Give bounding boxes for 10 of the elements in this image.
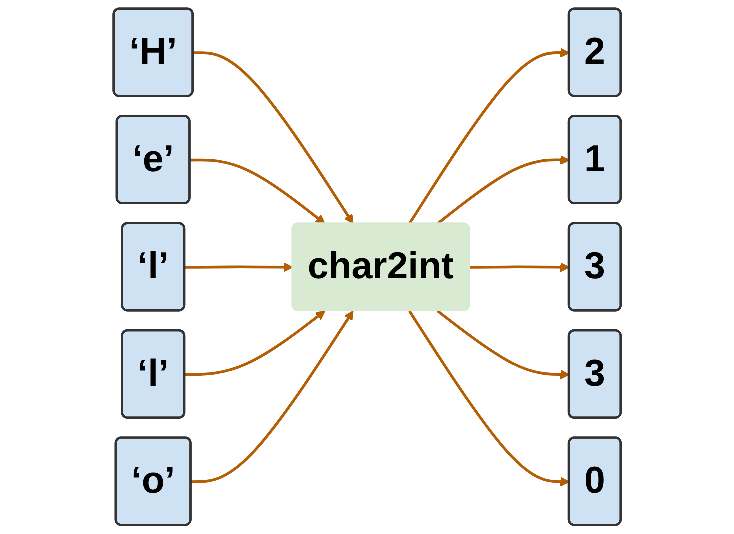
arrow [436, 155, 570, 225]
arrow [184, 262, 293, 272]
arrow [470, 262, 570, 272]
arrow [193, 52, 354, 224]
arrow [408, 310, 570, 487]
arrow [408, 48, 570, 225]
arrow [184, 310, 326, 376]
arrow [436, 310, 570, 380]
arrow [190, 158, 326, 224]
arrow [190, 310, 354, 484]
